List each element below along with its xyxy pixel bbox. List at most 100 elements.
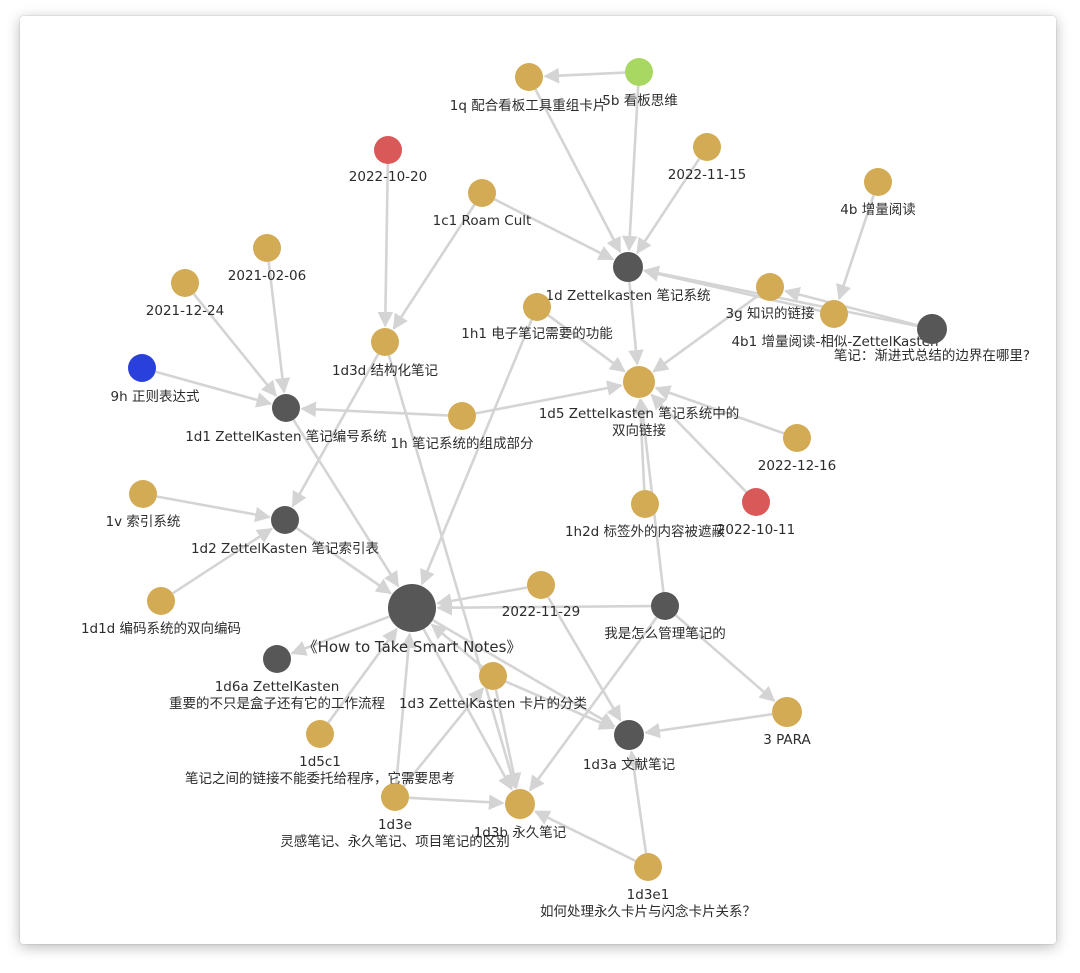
node-1d3a[interactable]: 1d3a 文献笔记: [583, 720, 675, 773]
node-manage[interactable]: 我是怎么管理笔记的: [604, 592, 726, 642]
node-dot-d20210206[interactable]: [253, 234, 281, 262]
node-dot-1d5c1[interactable]: [306, 720, 334, 748]
node-1h1[interactable]: 1h1 电子笔记需要的功能: [461, 293, 613, 342]
edge-1d3-to-book: [430, 623, 484, 668]
node-dot-d20221216[interactable]: [783, 424, 811, 452]
node-1q[interactable]: 1q 配合看板工具重组卡片: [450, 63, 606, 114]
node-dot-3g[interactable]: [756, 273, 784, 301]
node-dot-1v[interactable]: [129, 480, 157, 508]
node-kanban[interactable]: 5b 看板思维: [602, 58, 678, 109]
node-1d1d[interactable]: 1d1d 编码系统的双向编码: [81, 587, 241, 637]
node-dot-4b1[interactable]: [820, 300, 848, 328]
node-d20221129[interactable]: 2022-11-29: [502, 571, 580, 620]
node-d20210206[interactable]: 2021-02-06: [228, 234, 306, 284]
edge-manage-to-3para: [674, 614, 776, 702]
node-label-d20210206: 2021-02-06: [228, 268, 306, 284]
node-4b1[interactable]: 4b1 增量阅读-相似-ZettelKasten: [731, 300, 939, 350]
node-1h2d[interactable]: 1h2d 标签外的内容被遮蔽: [565, 490, 726, 540]
node-dot-1d3[interactable]: [479, 662, 507, 690]
edge-jianjin-to-3g: [783, 286, 918, 327]
node-book[interactable]: 《How to Take Smart Notes》: [303, 584, 522, 656]
node-label-1d5c1-line1: 1d5c1: [299, 754, 341, 770]
edge-d20221115-to-1d: [636, 157, 701, 255]
node-d20211224[interactable]: 2021-12-24: [146, 269, 224, 319]
node-dot-1h[interactable]: [448, 402, 476, 430]
node-dot-1d1[interactable]: [272, 394, 300, 422]
node-dot-1c1[interactable]: [468, 179, 496, 207]
edge-1c1-to-1d3d: [392, 203, 476, 330]
node-1d3[interactable]: 1d3 ZettelKasten 卡片的分类: [399, 662, 587, 712]
node-dot-1d[interactable]: [613, 252, 643, 282]
edge-book-to-1d6a: [290, 615, 390, 656]
node-d20221216[interactable]: 2022-12-16: [758, 424, 836, 474]
edge-1h-to-1d5: [475, 380, 623, 415]
node-dot-1d1d[interactable]: [147, 587, 175, 615]
edge-3para-to-1d3a: [644, 712, 773, 739]
node-dot-d20221020[interactable]: [374, 136, 402, 164]
node-dot-book[interactable]: [388, 584, 436, 632]
node-dot-d20211224[interactable]: [171, 269, 199, 297]
node-label-1c1: 1c1 Roam Cult: [433, 213, 532, 229]
node-d20221115[interactable]: 2022-11-15: [668, 133, 746, 183]
node-dot-1h1[interactable]: [523, 293, 551, 321]
edge-d20221011-to-1d5: [650, 393, 748, 493]
node-label-1d3: 1d3 ZettelKasten 卡片的分类: [399, 696, 587, 712]
node-dot-1h2d[interactable]: [631, 490, 659, 518]
node-dot-d20221011[interactable]: [742, 488, 770, 516]
node-3g[interactable]: 3g 知识的链接: [726, 273, 815, 322]
node-dot-1d3e[interactable]: [381, 783, 409, 811]
node-dot-1d3e1[interactable]: [634, 853, 662, 881]
node-dot-1d5[interactable]: [623, 366, 655, 398]
node-label-1d5c1-line2: 笔记之间的链接不能委托给程序，它需要思考: [185, 770, 455, 787]
node-1v[interactable]: 1v 索引系统: [106, 480, 181, 530]
node-dot-1d6a[interactable]: [263, 645, 291, 673]
node-label-1d3a: 1d3a 文献笔记: [583, 757, 675, 773]
node-dot-manage[interactable]: [651, 592, 679, 620]
node-1d2[interactable]: 1d2 ZettelKasten 笔记索引表: [191, 506, 380, 557]
node-dot-1d3a[interactable]: [614, 720, 644, 750]
node-dot-1d2[interactable]: [271, 506, 299, 534]
node-3para[interactable]: 3 PARA: [763, 697, 811, 748]
edge-1d3e-to-1d3b: [408, 794, 505, 811]
node-label-1d: 1d Zettelkasten 笔记系统: [546, 288, 711, 304]
node-9h[interactable]: 9h 正则表达式: [111, 354, 200, 405]
node-dot-d20221115[interactable]: [693, 133, 721, 161]
node-dot-d20221129[interactable]: [527, 571, 555, 599]
node-1d3b[interactable]: 1d3b 永久笔记: [474, 789, 567, 841]
node-label-3g: 3g 知识的链接: [726, 305, 815, 322]
node-dot-1q[interactable]: [515, 63, 543, 91]
node-dot-1d3d[interactable]: [371, 328, 399, 356]
node-4b[interactable]: 4b 增量阅读: [840, 168, 916, 218]
node-dot-4b[interactable]: [864, 168, 892, 196]
node-1d[interactable]: 1d Zettelkasten 笔记系统: [546, 252, 711, 304]
node-dot-kanban[interactable]: [625, 58, 653, 86]
node-label-kanban: 5b 看板思维: [602, 93, 677, 109]
node-d20221020[interactable]: 2022-10-20: [349, 136, 427, 185]
node-label-1v: 1v 索引系统: [106, 514, 181, 530]
node-1d3d[interactable]: 1d3d 结构化笔记: [332, 328, 438, 379]
node-label-3para: 3 PARA: [763, 732, 811, 748]
edge-kanban-to-1q: [543, 67, 626, 84]
node-d20221011[interactable]: 2022-10-11: [717, 488, 795, 538]
node-1d1[interactable]: 1d1 ZettelKasten 笔记编号系统: [185, 394, 387, 445]
node-1h[interactable]: 1h 笔记系统的组成部分: [391, 402, 534, 452]
edge-manage-to-1d3b: [528, 616, 658, 792]
node-dot-jianjin[interactable]: [917, 314, 947, 344]
node-jianjin[interactable]: 笔记：渐进式总结的边界在哪里?: [834, 314, 1030, 364]
node-dot-9h[interactable]: [128, 354, 156, 382]
node-dot-3para[interactable]: [772, 697, 802, 727]
node-label-1d3e1-line2: 如何处理永久卡片与闪念卡片关系？: [540, 903, 756, 920]
graph-edges: [155, 67, 918, 862]
node-dot-1d3b[interactable]: [505, 789, 535, 819]
node-label-4b: 4b 增量阅读: [840, 202, 915, 218]
edge-d20221216-to-1d5: [654, 385, 785, 435]
node-1c1[interactable]: 1c1 Roam Cult: [433, 179, 532, 229]
